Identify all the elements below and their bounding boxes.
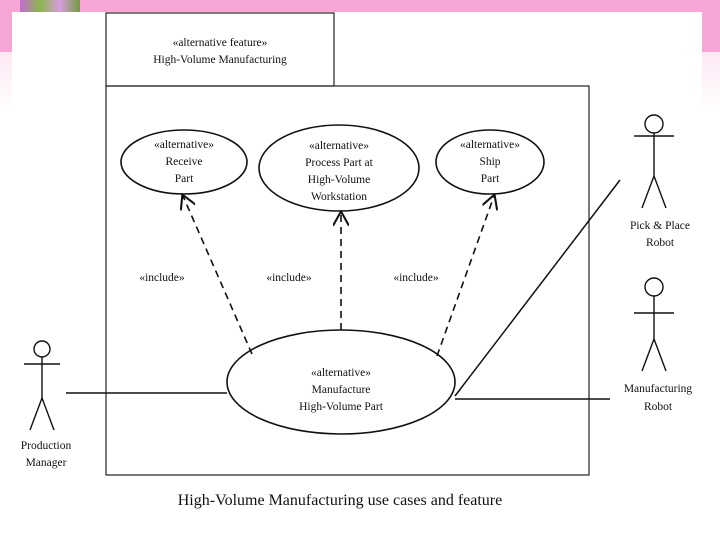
- include-label-right: «include»: [393, 272, 439, 284]
- system-boundary: [105, 85, 590, 476]
- include-label-middle: «include»: [266, 272, 312, 284]
- ship-label-1: «alternative»: [460, 139, 520, 151]
- association-pick-place-robot: [454, 179, 621, 397]
- include-label-left: «include»: [139, 272, 185, 284]
- manufacture-label-2: Manufacture: [312, 384, 371, 396]
- process-label-4: Workstation: [311, 191, 367, 203]
- feature-stereotype: «alternative feature»: [173, 37, 268, 49]
- process-label-1: «alternative»: [309, 140, 369, 152]
- manufacturing-robot-label-1: Manufacturing: [624, 383, 693, 395]
- process-label-3: High-Volume: [308, 174, 370, 186]
- include-arrow-receive: [183, 196, 253, 355]
- feature-tab: [105, 12, 335, 87]
- process-label-2: Process Part at: [305, 157, 374, 169]
- use-case-manufacture: [226, 329, 456, 435]
- ship-label-3: Part: [481, 173, 500, 185]
- receive-label-2: Receive: [165, 156, 202, 168]
- manufacture-label-1: «alternative»: [311, 367, 371, 379]
- pick-place-robot-label-1: Pick & Place: [630, 220, 690, 232]
- manufacture-label-3: High-Volume Part: [299, 401, 384, 413]
- production-manager-label-2: Manager: [26, 457, 67, 469]
- ship-label-2: Ship: [479, 156, 500, 168]
- include-arrow-ship: [436, 196, 494, 357]
- feature-name: High-Volume Manufacturing: [153, 54, 287, 66]
- production-manager-label-1: Production: [21, 440, 72, 452]
- receive-label-3: Part: [175, 173, 194, 185]
- actor-pick-place-robot-icon: [634, 114, 674, 209]
- slide-canvas: [12, 12, 702, 532]
- actor-production-manager-icon: [24, 340, 60, 431]
- figure-caption: High-Volume Manufacturing use cases and …: [177, 492, 503, 509]
- manufacturing-robot-label-2: Robot: [644, 401, 673, 413]
- pick-place-robot-label-2: Robot: [646, 237, 675, 249]
- actor-manufacturing-robot-icon: [634, 277, 674, 372]
- receive-label-1: «alternative»: [154, 139, 214, 151]
